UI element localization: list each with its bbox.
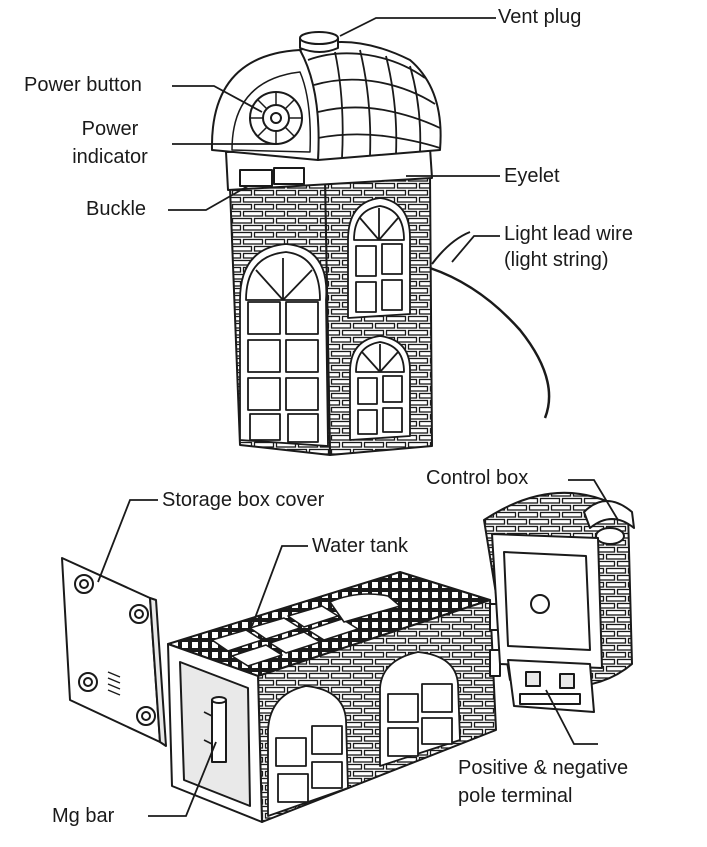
cover-vent-slots <box>107 671 121 696</box>
tank-front-window-left <box>267 685 349 817</box>
storage-box-cover <box>61 557 167 747</box>
front-window <box>239 243 329 447</box>
power-button <box>249 91 303 145</box>
roof-tiles <box>307 49 441 159</box>
control-box-center-dot <box>530 594 550 614</box>
buckle-tab-left <box>239 169 273 187</box>
roof-front-inner-arch <box>231 71 312 153</box>
side-window-lower <box>349 335 411 441</box>
leader-lines <box>97 17 619 817</box>
tank-top-windows <box>211 593 401 667</box>
power-button-center <box>270 112 282 124</box>
leader-power-button <box>172 85 263 113</box>
label-pole-terminal-line1: Positive & negative <box>458 757 629 779</box>
leader-control-box <box>568 479 619 521</box>
label-power-indicator-line2: indicator <box>72 146 148 168</box>
label-eyelet: Eyelet <box>504 165 560 187</box>
side-window-upper <box>347 197 411 319</box>
label-vent-plug: Vent plug <box>498 6 582 28</box>
tank-front-window-right <box>379 651 461 767</box>
mg-bar <box>203 696 227 763</box>
leader-water-tank <box>251 545 308 627</box>
assembled-lantern <box>210 31 442 456</box>
leader-light-lead-wire <box>451 235 500 263</box>
label-control-box: Control box <box>426 467 529 489</box>
label-light-lead-wire-line1: Light lead wire <box>504 223 633 245</box>
leader-mg-bar <box>148 741 217 817</box>
label-light-lead-wire-line2: (light string) <box>504 249 609 271</box>
leader-buckle <box>168 185 249 211</box>
label-mg-bar: Mg bar <box>52 805 115 827</box>
control-box-cap <box>583 500 635 529</box>
control-box <box>483 491 635 713</box>
vent-plug <box>299 31 339 53</box>
water-tank <box>167 571 501 823</box>
label-power-button: Power button <box>24 74 142 96</box>
pole-terminal <box>507 659 595 713</box>
leader-pole-terminal <box>545 689 598 745</box>
leader-storage-box-cover <box>97 499 158 583</box>
label-buckle: Buckle <box>86 198 147 220</box>
light-lead-wire-strain-relief <box>431 231 471 265</box>
label-water-tank: Water tank <box>312 535 408 557</box>
buckle-tab-right <box>273 167 305 185</box>
leader-vent-plug <box>339 17 496 37</box>
light-lead-wire <box>429 266 551 419</box>
label-storage-box-cover: Storage box cover <box>162 489 325 511</box>
label-pole-terminal-line2: pole terminal <box>458 785 573 807</box>
label-power-indicator-line1: Power <box>81 118 139 140</box>
